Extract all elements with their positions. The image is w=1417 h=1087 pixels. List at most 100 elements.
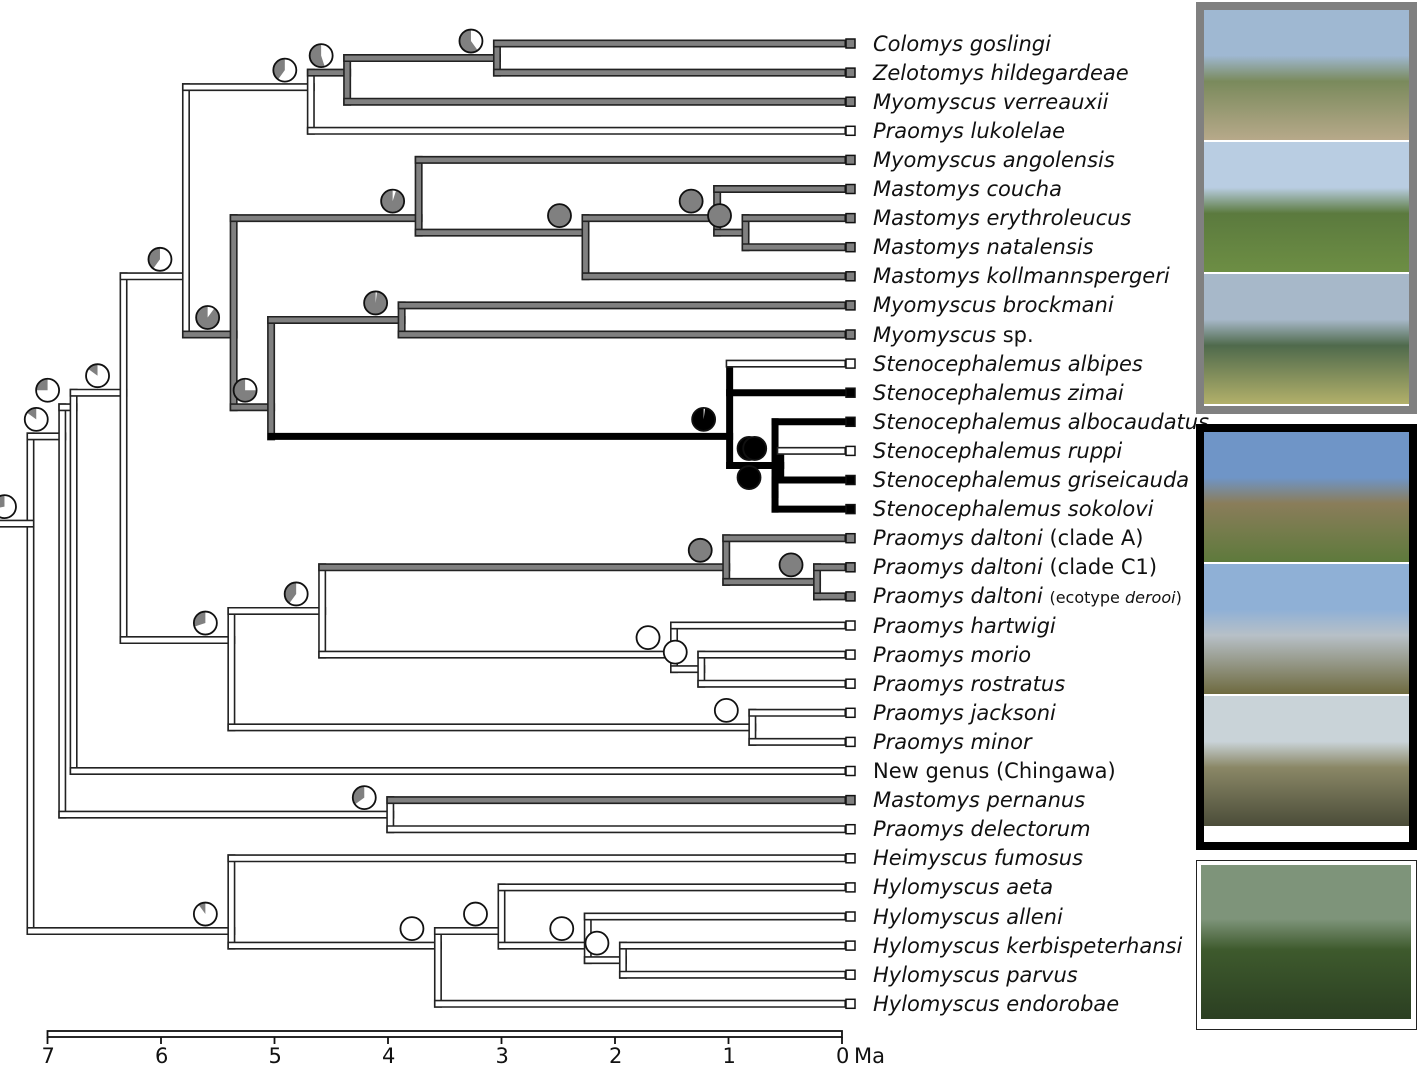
taxon-label: Praomys rostratus	[873, 673, 1065, 695]
taxon-label: Zelotomys hildegardeae	[873, 62, 1129, 84]
taxon-name: Mastomys natalensis	[873, 235, 1094, 259]
taxon-label: Myomyscus brockmani	[873, 294, 1114, 316]
taxon-label: Stenocephalemus griseicauda	[873, 469, 1189, 491]
taxon-label: Hylomyscus kerbispeterhansi	[873, 935, 1182, 957]
taxon-label: Praomys daltoni (clade A)	[873, 527, 1143, 549]
taxon-label: Hylomyscus alleni	[873, 906, 1063, 928]
taxon-label: Mastomys pernanus	[873, 789, 1085, 811]
taxon-qualifier: (ecotype	[1049, 588, 1125, 607]
axis-tick-label: 3	[496, 1044, 509, 1068]
taxon-label: Praomys daltoni (ecotype derooi)	[873, 585, 1182, 607]
tip-square	[846, 243, 855, 252]
tip-state-squares	[846, 39, 855, 1008]
tip-square	[846, 39, 855, 48]
tip-square	[846, 388, 855, 397]
taxon-qualifier-italic: derooi	[1125, 588, 1176, 607]
taxon-name: Praomys daltoni	[873, 584, 1043, 608]
tip-square	[846, 97, 855, 106]
taxon-qualifier: (clade C1)	[1049, 555, 1157, 579]
tip-square	[846, 476, 855, 485]
taxon-label: Stenocephalemus ruppi	[873, 440, 1122, 462]
node-pie	[0, 495, 16, 518]
tip-square	[846, 825, 855, 834]
taxon-label: Mastomys kollmannspergeri	[873, 265, 1170, 287]
node-pie	[194, 612, 217, 635]
taxon-label: Myomyscus verreauxii	[873, 91, 1109, 113]
taxon-qualifier: sp.	[1003, 323, 1034, 347]
taxon-name: Hylomyscus alleni	[873, 905, 1063, 929]
taxon-name: Hylomyscus aeta	[873, 875, 1053, 899]
taxon-name: Myomyscus verreauxii	[873, 90, 1109, 114]
taxon-name: Praomys daltoni	[873, 526, 1043, 550]
taxon-name: Stenocephalemus zimai	[873, 381, 1124, 405]
axis-unit-label: Ma	[854, 1044, 885, 1068]
node-pie	[637, 626, 660, 649]
node-pie	[381, 190, 404, 213]
black-habitat-photo-panel	[1196, 424, 1417, 850]
afroalpine-slope-photo	[1204, 432, 1409, 562]
taxon-label: New genus (Chingawa)	[873, 760, 1116, 782]
taxon-label: Praomys minor	[873, 731, 1032, 753]
tip-square	[846, 505, 855, 514]
taxon-label: Praomys delectorum	[873, 818, 1091, 840]
taxon-name: Praomys morio	[873, 643, 1031, 667]
taxon-name: Stenocephalemus albocaudatus	[873, 410, 1209, 434]
node-pie	[234, 379, 257, 402]
taxon-name: Myomyscus	[873, 323, 996, 347]
tip-square	[846, 854, 855, 863]
taxon-name: Colomys goslingi	[873, 32, 1051, 56]
tip-square	[846, 185, 855, 194]
tip-square	[846, 563, 855, 572]
node-pie	[194, 903, 217, 926]
tip-square	[846, 534, 855, 543]
wooded-hills-photo	[1204, 142, 1409, 272]
time-axis	[48, 1031, 843, 1044]
tip-square	[846, 330, 855, 339]
taxon-label: Mastomys erythroleucus	[873, 207, 1131, 229]
tip-square	[846, 912, 855, 921]
node-pie	[680, 190, 703, 213]
montane-grassland-photo	[1204, 274, 1409, 404]
node-pie	[664, 641, 687, 664]
node-pie	[548, 204, 571, 227]
taxon-name: Mastomys pernanus	[873, 788, 1085, 812]
taxon-label: Colomys goslingi	[873, 33, 1051, 55]
node-pie	[689, 539, 712, 562]
tip-square	[846, 650, 855, 659]
taxon-name: Praomys minor	[873, 730, 1032, 754]
taxon-label: Myomyscus angolensis	[873, 149, 1115, 171]
taxon-name: Hylomyscus endorobae	[873, 992, 1119, 1016]
taxon-name: Heimyscus fumosus	[873, 846, 1083, 870]
node-pie	[585, 932, 608, 955]
tip-square	[846, 679, 855, 688]
taxon-name: Myomyscus brockmani	[873, 293, 1114, 317]
tip-square	[846, 68, 855, 77]
taxon-name: Stenocephalemus sokolovi	[873, 497, 1154, 521]
axis-tick-label: 2	[609, 1044, 622, 1068]
node-pie	[743, 437, 766, 460]
node-pie	[353, 786, 376, 809]
axis-tick-label: 6	[155, 1044, 168, 1068]
node-pie	[400, 917, 423, 940]
tip-square	[846, 941, 855, 950]
taxon-label: Myomyscus sp.	[873, 324, 1034, 346]
taxon-name: Mastomys kollmannspergeri	[873, 264, 1170, 288]
montane-forest-photo	[1201, 865, 1411, 1019]
taxon-name: Praomys lukolelae	[873, 119, 1065, 143]
node-pie	[36, 379, 59, 402]
node-pie	[273, 59, 296, 82]
taxon-label: Praomys hartwigi	[873, 615, 1056, 637]
node-pie	[464, 903, 487, 926]
taxon-name: Praomys delectorum	[873, 817, 1091, 841]
taxon-name: Stenocephalemus albipes	[873, 352, 1143, 376]
tip-square	[846, 737, 855, 746]
tip-square	[846, 708, 855, 717]
tip-square	[846, 272, 855, 281]
node-pie	[692, 408, 715, 431]
taxon-qualifier: )	[1176, 588, 1182, 607]
tip-square	[846, 796, 855, 805]
taxon-label: Stenocephalemus zimai	[873, 382, 1124, 404]
tip-square	[846, 126, 855, 135]
taxon-label: Hylomyscus endorobae	[873, 993, 1119, 1015]
tree-branches	[2, 44, 842, 1004]
